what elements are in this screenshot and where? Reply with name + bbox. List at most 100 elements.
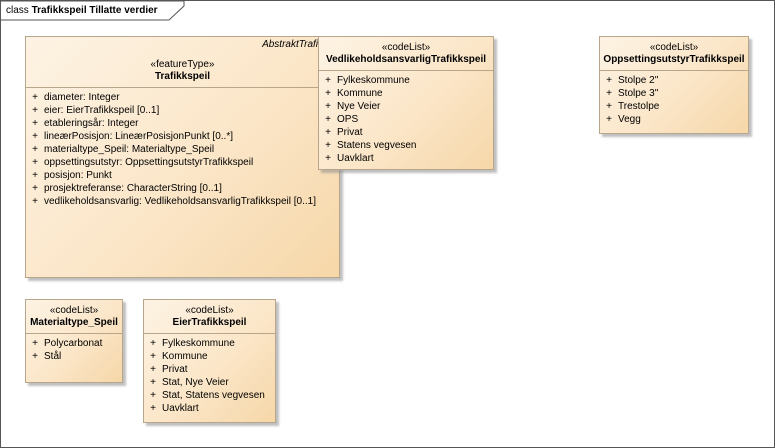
attribute-text: Statens vegvesen (337, 140, 417, 151)
attribute-list: +Fylkeskommune+Kommune+Nye Veier+OPS+Pri… (319, 71, 493, 165)
attribute-row[interactable]: + eier: EierTrafikkspeil [0..1] (26, 104, 339, 117)
attribute-text: Privat (337, 127, 363, 138)
attribute-row[interactable]: + diameter: Integer (26, 91, 339, 104)
attribute-row[interactable]: + Kommune (319, 87, 493, 100)
attribute-text: Nye Veier (337, 101, 381, 112)
class-name: VedlikeholdsansvarligTrafikkspeil (325, 54, 487, 65)
visibility-marker: + (32, 92, 38, 103)
attribute-row[interactable]: + Stat, Statens vegvesen (144, 389, 275, 402)
attribute-row[interactable]: + Uavklart (319, 152, 493, 165)
class-trafikkspeil[interactable]: AbstraktTrafikks «featureType» Trafikksp… (25, 36, 340, 278)
visibility-marker: + (606, 75, 612, 86)
visibility-marker: + (325, 127, 331, 138)
frame-keyword: class (6, 5, 29, 16)
attribute-row[interactable]: +vedlikeholdsansvarlig: Vedlikeholdsansv… (26, 195, 339, 208)
class-name: OppsettingsutstyrTrafikkspeil (603, 54, 745, 65)
attribute-text: Uavklart (162, 403, 199, 414)
attribute-text: Polycarbonat (44, 338, 103, 349)
visibility-marker: + (32, 118, 38, 129)
frame-tab-shape (1, 1, 185, 21)
class-name: EierTrafikkspeil (172, 317, 247, 328)
visibility-marker: + (325, 101, 331, 112)
class-materialtype-speil[interactable]: «codeList» Materialtype_Speil + Polycarbo… (25, 299, 123, 383)
stereotype-label: «codeList» (649, 42, 699, 53)
attribute-row[interactable]: +materialtype_Speil: Materialtype_Speil (26, 143, 339, 156)
attribute-row[interactable]: +Stål (26, 350, 122, 363)
attribute-row[interactable]: +etableringsår: Integer (26, 117, 339, 130)
attribute-text: lineærPosisjon: LineærPosisjonPunkt [0..… (44, 131, 233, 142)
visibility-marker: + (606, 88, 612, 99)
class-name: Trafikkspeil (154, 71, 211, 82)
attribute-row[interactable]: + Stat, Nye Veier (144, 376, 275, 389)
visibility-marker: + (32, 105, 38, 116)
attribute-row[interactable]: + lineærPosisjon: LineærPosisjonPunkt [0.… (26, 130, 339, 143)
attribute-text: Vegg (618, 114, 641, 125)
attribute-row[interactable]: +Fylkeskommune (319, 74, 493, 87)
visibility-marker: + (150, 338, 156, 349)
visibility-marker: + (325, 114, 331, 125)
attribute-row[interactable]: + Polycarbonat (26, 337, 122, 350)
attribute-text: diameter: Integer (44, 92, 120, 103)
visibility-marker: + (150, 390, 156, 401)
visibility-marker: + (32, 183, 38, 194)
stereotype-label: «codeList» (381, 42, 431, 53)
visibility-marker: + (606, 101, 612, 112)
attribute-row[interactable]: +Stolpe 2'' (600, 74, 748, 87)
visibility-marker: + (32, 131, 38, 142)
class-eier-trafikkspeil[interactable]: «codeList» EierTrafikkspeil + Fylkeskommu… (143, 299, 276, 423)
attribute-row[interactable]: +Kommune (144, 350, 275, 363)
attribute-text: OPS (337, 114, 359, 125)
attribute-row[interactable]: + Trestolpe (600, 100, 748, 113)
visibility-marker: + (606, 114, 612, 125)
attribute-text: Kommune (337, 88, 383, 99)
attribute-row[interactable]: + Stolpe 3'' (600, 87, 748, 100)
visibility-marker: + (325, 140, 331, 151)
attribute-list: +Stolpe 2''+Stolpe 3''+Trestolpe+Vegg (600, 71, 748, 126)
visibility-marker: + (32, 144, 38, 155)
visibility-marker: + (32, 170, 38, 181)
stereotype-label: «featureType» (150, 59, 215, 70)
visibility-marker: + (150, 364, 156, 375)
attribute-text: Stolpe 3'' (618, 88, 659, 99)
attribute-text: posisjon: Punkt (44, 170, 112, 181)
class-header: «codeList» EierTrafikkspeil (144, 300, 275, 334)
stereotype-label: «codeList» (49, 305, 99, 316)
class-oppsettingsutstyr-trafikkspeil[interactable]: «codeList» OppsettingsutstyrTrafikkspeil… (599, 36, 749, 134)
attribute-row[interactable]: + prosjektreferanse: CharacterString [0..… (26, 182, 339, 195)
attribute-row[interactable]: + Fylkeskommune (144, 337, 275, 350)
attribute-row[interactable]: + Privat (319, 126, 493, 139)
attribute-text: prosjektreferanse: CharacterString [0..1… (44, 183, 222, 194)
visibility-marker: + (325, 153, 331, 164)
attribute-row[interactable]: + OPS (319, 113, 493, 126)
class-header: «featureType» Trafikkspeil (26, 37, 339, 88)
attribute-row[interactable]: + Vegg (600, 113, 748, 126)
attribute-list: +Fylkeskommune+Kommune+Privat+Stat, Nye … (144, 334, 275, 415)
attribute-text: Stat, Statens vegvesen (162, 390, 265, 401)
attribute-text: Kommune (162, 351, 208, 362)
class-header: «codeList» OppsettingsutstyrTrafikkspeil (600, 37, 748, 71)
visibility-marker: + (32, 338, 38, 349)
visibility-marker: + (32, 157, 38, 168)
attribute-text: Fylkeskommune (337, 75, 410, 86)
attribute-row[interactable]: +Privat (144, 363, 275, 376)
stereotype-label: «codeList» (185, 305, 234, 316)
attribute-row[interactable]: + Statens vegvesen (319, 139, 493, 152)
frame-name: Trafikkspeil Tillatte verdier (31, 5, 158, 16)
class-name: Materialtype_Speil (30, 317, 118, 328)
class-vedlikeholdsansvarlig-trafikkspeil[interactable]: «codeList» VedlikeholdsansvarligTrafikks… (318, 36, 494, 170)
attribute-text: Trestolpe (618, 101, 660, 112)
visibility-marker: + (32, 351, 38, 362)
frame-title: class Trafikkspeil Tillatte verdier (6, 5, 158, 16)
attribute-text: Stat, Nye Veier (162, 377, 229, 388)
attribute-list: + Polycarbonat+Stål (26, 334, 122, 363)
attribute-text: Fylkeskommune (162, 338, 235, 349)
attribute-row[interactable]: +Uavklart (144, 402, 275, 415)
attribute-text: eier: EierTrafikkspeil [0..1] (44, 105, 160, 116)
attribute-row[interactable]: + Nye Veier (319, 100, 493, 113)
attribute-row[interactable]: + posisjon: Punkt (26, 169, 339, 182)
visibility-marker: + (325, 88, 331, 99)
visibility-marker: + (150, 377, 156, 388)
attribute-text: Uavklart (337, 153, 374, 164)
class-header: «codeList» Materialtype_Speil (26, 300, 122, 334)
attribute-row[interactable]: +oppsettingsutstyr: OppsettingsutstyrTra… (26, 156, 339, 169)
